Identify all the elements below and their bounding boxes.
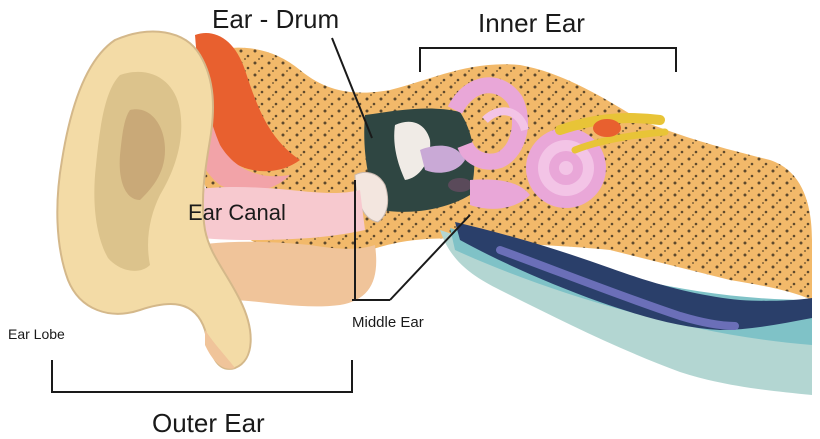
ear-lobe-label: Ear Lobe	[8, 326, 65, 342]
middle-ear-label: Middle Ear	[352, 314, 424, 331]
ear-drum-label: Ear - Drum	[212, 4, 339, 35]
outer-ear-label: Outer Ear	[152, 408, 265, 439]
ear-canal-label: Ear Canal	[188, 200, 286, 226]
inner-ear-label: Inner Ear	[478, 8, 585, 39]
